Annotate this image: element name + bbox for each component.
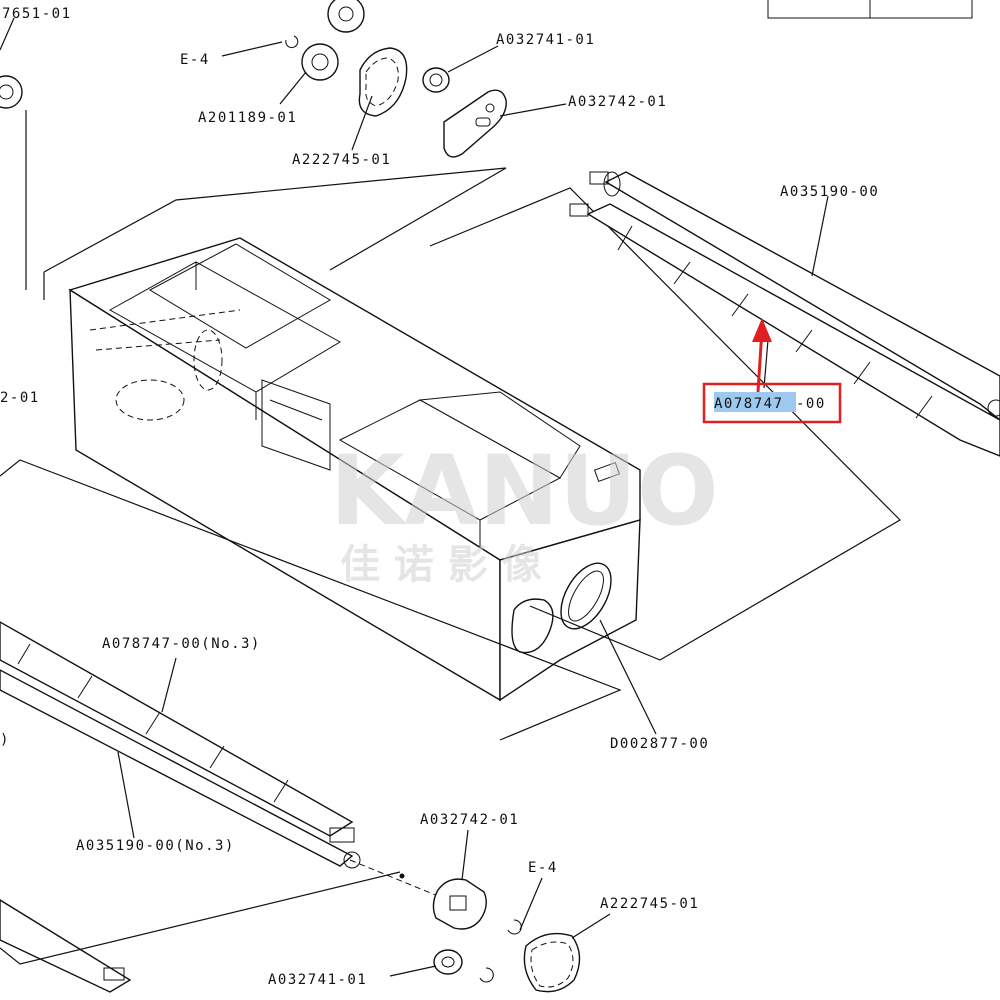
leader-line <box>351 95 373 151</box>
bushing-bottom <box>433 949 463 975</box>
roller-bottom-lower <box>0 669 361 869</box>
label-a222745-top: A222745-01 <box>292 152 391 168</box>
leader-line <box>499 103 567 117</box>
plane-outline-bottom <box>0 459 622 741</box>
cam-bottom <box>432 878 487 930</box>
axis-dot <box>399 873 405 879</box>
cam-top <box>443 89 507 158</box>
label-a222745-bottom: A222745-01 <box>600 896 699 912</box>
label-a032741-bottom: A032741-01 <box>268 972 367 988</box>
label-a032742-top: A032742-01 <box>568 94 667 110</box>
plane-outline-lower <box>0 871 401 965</box>
e-clip-bottom <box>479 919 522 983</box>
gear-top-left <box>0 75 23 109</box>
table-fragment <box>767 0 973 19</box>
highlighted-part-label: A078747 -00 <box>702 382 842 424</box>
label-a078747-no3: A078747-00(No.3) <box>102 636 261 652</box>
plane-outline-right <box>429 187 901 661</box>
axis-line <box>349 859 439 897</box>
roller-bottom-third <box>0 899 132 993</box>
watermark-chinese: 佳 诺 影 像 <box>340 542 542 588</box>
leader-line <box>571 913 611 939</box>
leader-line <box>221 41 283 57</box>
label-a078747-suffix: -00 <box>796 396 826 412</box>
roller-lower <box>569 203 1000 457</box>
spring-top <box>358 47 408 117</box>
label-e4-top: E-4 <box>180 52 210 68</box>
leader-line <box>389 965 437 977</box>
leader-line <box>0 17 15 51</box>
gear-small-top <box>301 0 365 81</box>
label-a035190-no3: A035190-00(No.3) <box>76 838 235 854</box>
leader-line <box>117 751 135 839</box>
label-2-01: 2-01 <box>0 390 40 406</box>
roller-bottom-upper <box>0 621 355 843</box>
label-a035190-top: A035190-00 <box>780 184 879 200</box>
spring-bottom <box>523 932 581 993</box>
e-clip-top <box>285 35 299 49</box>
leader-line <box>447 45 499 73</box>
leader-line <box>763 339 769 389</box>
label-7651-01: 7651-01 <box>2 6 72 22</box>
label-a201189: A201189-01 <box>198 110 297 126</box>
label-paren: ) <box>0 732 10 748</box>
watermark-brand: KANUO <box>330 435 719 547</box>
leader-line <box>519 877 543 931</box>
leader-line <box>161 657 177 713</box>
plane-outline-top <box>43 167 507 300</box>
housing-body <box>68 237 641 702</box>
label-e4-bottom: E-4 <box>528 860 558 876</box>
label-a078747-prefix: A078747 <box>714 396 784 412</box>
watermark: KANUO 佳 诺 影 像 <box>330 435 719 588</box>
label-d002877: D002877-00 <box>610 736 709 752</box>
roller-upper <box>589 171 1000 421</box>
label-a032742-bottom: A032742-01 <box>420 812 519 828</box>
leader-line <box>279 71 307 105</box>
bushing-top <box>422 67 450 93</box>
leader-line <box>461 829 469 881</box>
highlight-arrow <box>752 318 772 393</box>
leader-line <box>811 195 829 277</box>
leader-line <box>599 619 657 735</box>
label-a032741-top: A032741-01 <box>496 32 595 48</box>
